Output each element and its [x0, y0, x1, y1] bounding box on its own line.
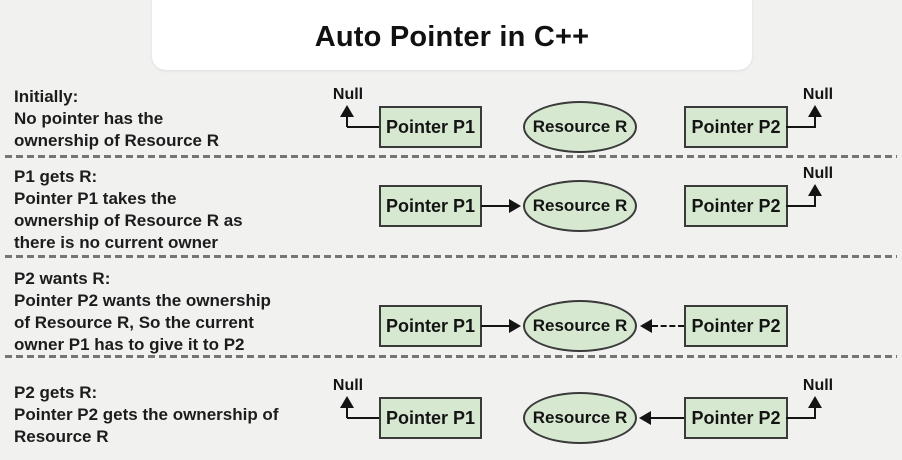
- ownership-arrow-line: [481, 205, 511, 207]
- step-heading: P2 wants R:: [14, 269, 111, 288]
- step-line: Pointer P2 wants the ownership: [14, 291, 271, 310]
- null-up-arrow-icon: [808, 396, 822, 408]
- left-arrow-icon: [639, 411, 651, 425]
- row-divider: [5, 155, 897, 158]
- resource-r-node: Resource R: [523, 300, 637, 352]
- null-label: Null: [802, 377, 834, 394]
- step-line: Resource R: [14, 427, 109, 446]
- step-line: No pointer has the: [14, 109, 164, 128]
- null-up-arrow-icon: [340, 396, 354, 408]
- step-row-initially: Initially: No pointer has the ownership …: [0, 80, 902, 155]
- pointer-p1-node: Pointer P1: [379, 106, 482, 148]
- null-label: Null: [332, 377, 364, 394]
- connector-line: [786, 126, 816, 128]
- step-line: of Resource R, So the current: [14, 313, 254, 332]
- ownership-arrow-line: [481, 325, 511, 327]
- pointer-p2-node: Pointer P2: [684, 106, 788, 148]
- connector-line: [814, 117, 816, 127]
- null-up-arrow-icon: [340, 105, 354, 117]
- step-description: Initially: No pointer has the ownership …: [14, 86, 219, 152]
- step-line: there is no current owner: [14, 233, 219, 252]
- connector-line: [814, 196, 816, 206]
- pointer-p1-node: Pointer P1: [379, 305, 482, 347]
- step-description: P2 wants R: Pointer P2 wants the ownersh…: [14, 268, 271, 356]
- right-arrow-icon: [509, 319, 521, 333]
- null-up-arrow-icon: [808, 184, 822, 196]
- connector-line: [786, 417, 816, 419]
- pointer-p1-node: Pointer P1: [379, 397, 482, 439]
- step-description: P1 gets R: Pointer P1 takes the ownershi…: [14, 166, 243, 254]
- row-divider: [5, 355, 897, 358]
- step-row-p2-gets-r: P2 gets R: Pointer P2 gets the ownership…: [0, 358, 902, 460]
- step-line: owner P1 has to give it to P2: [14, 335, 245, 354]
- row-divider: [5, 255, 897, 258]
- right-arrow-icon: [509, 199, 521, 213]
- pointer-p2-node: Pointer P2: [684, 305, 788, 347]
- step-heading: P1 gets R:: [14, 167, 98, 186]
- connector-line: [346, 117, 348, 127]
- null-label: Null: [802, 86, 834, 103]
- null-label: Null: [332, 86, 364, 103]
- step-line: ownership of Resource R as: [14, 211, 243, 230]
- step-description: P2 gets R: Pointer P2 gets the ownership…: [14, 382, 278, 448]
- resource-r-node: Resource R: [523, 392, 637, 444]
- ownership-arrow-line: [651, 417, 684, 419]
- connector-line: [346, 408, 348, 418]
- pointer-p2-node: Pointer P2: [684, 185, 788, 227]
- null-label: Null: [802, 165, 834, 182]
- left-arrow-icon: [640, 319, 652, 333]
- step-line: Pointer P1 takes the: [14, 189, 177, 208]
- want-dashed-arrow-line: [652, 325, 684, 327]
- connector-line: [347, 126, 379, 128]
- step-line: Pointer P2 gets the ownership of: [14, 405, 279, 424]
- step-line: ownership of Resource R: [14, 131, 219, 150]
- resource-r-node: Resource R: [523, 101, 637, 153]
- null-up-arrow-icon: [808, 105, 822, 117]
- step-row-p2-wants-r: P2 wants R: Pointer P2 wants the ownersh…: [0, 258, 902, 355]
- connector-line: [814, 408, 816, 418]
- pointer-p1-node: Pointer P1: [379, 185, 482, 227]
- title-card: Auto Pointer in C++: [152, 0, 752, 70]
- step-row-p1-gets-r: P1 gets R: Pointer P1 takes the ownershi…: [0, 158, 902, 255]
- page-title: Auto Pointer in C++: [314, 21, 590, 53]
- step-heading: Initially:: [14, 87, 79, 106]
- pointer-p2-node: Pointer P2: [684, 397, 788, 439]
- connector-line: [347, 417, 379, 419]
- resource-r-node: Resource R: [523, 180, 637, 232]
- step-heading: P2 gets R:: [14, 383, 98, 402]
- connector-line: [786, 205, 816, 207]
